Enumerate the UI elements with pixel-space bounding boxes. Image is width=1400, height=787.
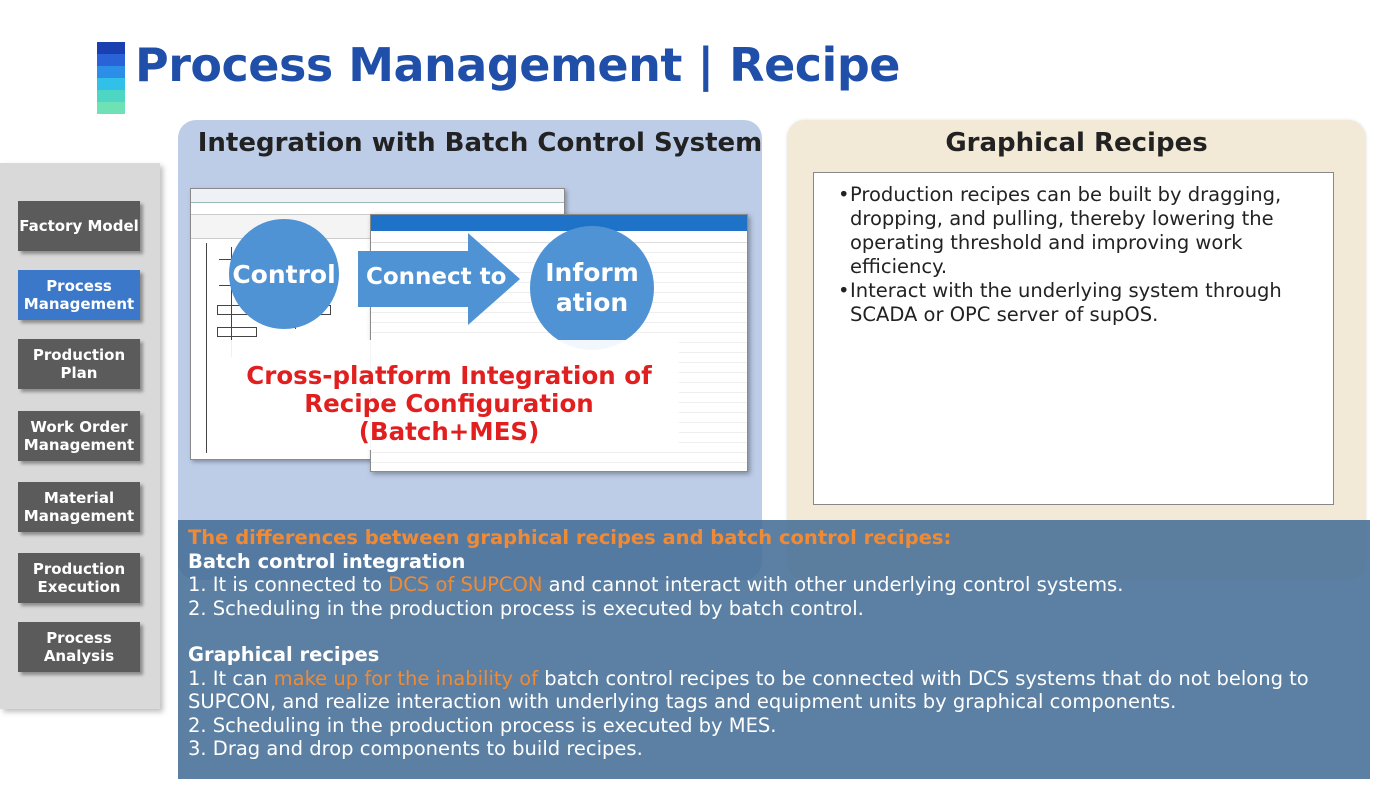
bullet-item: Production recipes can be built by dragg… xyxy=(838,183,1319,279)
control-circle: Control xyxy=(229,219,339,329)
batch-item-2: 2. Scheduling in the production process … xyxy=(188,596,864,620)
batch-heading: Batch control integration xyxy=(188,549,466,573)
screenshot-tabstrip xyxy=(191,189,564,203)
graphical-heading: Graphical recipes xyxy=(188,643,380,666)
batch-item-1: 1. It is connected to DCS of SUPCON and … xyxy=(188,573,1124,596)
graphical-item-3: 3. Drag and drop components to build rec… xyxy=(188,737,643,760)
connect-arrow-icon xyxy=(358,233,520,325)
title-color-bar xyxy=(97,42,125,114)
connect-to-label: Connect to xyxy=(366,264,507,290)
sidebar: Factory Model Process Management Product… xyxy=(0,163,160,709)
sidebar-item-process-analysis[interactable]: Process Analysis xyxy=(18,622,140,672)
bullet-item: Interact with the underlying system thro… xyxy=(838,279,1319,327)
differences-title: The differences between graphical recipe… xyxy=(188,526,952,549)
graphical-recipes-heading: Graphical Recipes xyxy=(945,128,1208,158)
sidebar-item-material-management[interactable]: Material Management xyxy=(18,482,140,532)
sidebar-item-production-plan[interactable]: Production Plan xyxy=(18,339,140,389)
sidebar-item-process-management[interactable]: Process Management xyxy=(18,270,140,320)
information-label: Inform ation xyxy=(545,258,639,317)
sidebar-item-work-order-management[interactable]: Work Order Management xyxy=(18,411,140,461)
graphical-recipes-bullets: Production recipes can be built by dragg… xyxy=(813,172,1334,505)
sidebar-item-production-execution[interactable]: Production Execution xyxy=(18,553,140,603)
graphical-item-2: 2. Scheduling in the production process … xyxy=(188,713,777,737)
differences-text: The differences between graphical recipe… xyxy=(188,526,1363,761)
integration-caption: Cross-platform Integration of Recipe Con… xyxy=(246,361,652,446)
batch-integration-heading: Integration with Batch Control System xyxy=(197,128,763,158)
graphical-item-1: 1. It can make up for the inability of b… xyxy=(188,666,1309,714)
integration-caption-backdrop xyxy=(219,340,679,450)
sidebar-item-factory-model[interactable]: Factory Model xyxy=(18,201,140,251)
information-circle: Inform ation xyxy=(530,226,654,350)
screenshot-header xyxy=(371,215,747,231)
page-title: Process Management | Recipe xyxy=(135,38,900,92)
differences-band xyxy=(178,520,1370,779)
